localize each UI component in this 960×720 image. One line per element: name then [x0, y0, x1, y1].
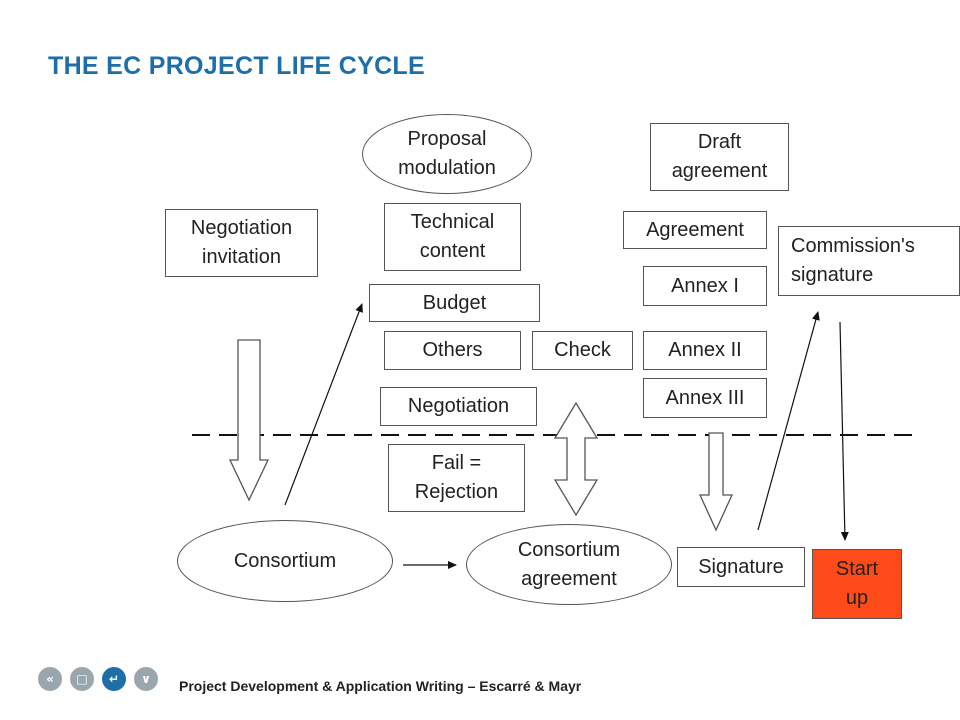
- consortium-node: Consortium: [177, 520, 393, 602]
- annex-1-node: Annex I: [643, 266, 767, 306]
- page-title: THE EC PROJECT LIFE CYCLE: [48, 52, 425, 80]
- home-icon[interactable]: □: [70, 667, 94, 691]
- consortium-agreement-node: Consortium agreement: [466, 524, 672, 605]
- enter-icon[interactable]: ↵: [102, 667, 126, 691]
- annex-2-node: Annex II: [643, 331, 767, 370]
- technical-content-node: Technical content: [384, 203, 521, 271]
- draft-agreement-node: Draft agreement: [650, 123, 789, 191]
- hollow-double-arrow: [553, 401, 599, 517]
- hollow-down-arrow-right: [698, 432, 734, 532]
- commission-signature-node: Commission's signature: [778, 226, 960, 296]
- arrow-consortium-to-budget: [284, 303, 363, 506]
- check-node: Check: [532, 331, 633, 370]
- rewind-icon[interactable]: «: [38, 667, 62, 691]
- hollow-down-arrow-left: [228, 339, 270, 502]
- start-up-node: Start up: [812, 549, 902, 619]
- arrow-commission-to-startup: [839, 321, 849, 541]
- chevron-down-icon[interactable]: ∨: [134, 667, 158, 691]
- proposal-modulation-node: Proposal modulation: [362, 114, 532, 194]
- annex-3-node: Annex III: [643, 378, 767, 418]
- footer-text: Project Development & Application Writin…: [179, 678, 582, 694]
- negotiation-invitation-node: Negotiation invitation: [165, 209, 318, 277]
- agreement-node: Agreement: [623, 211, 767, 249]
- negotiation-node: Negotiation: [380, 387, 537, 426]
- fail-rejection-node: Fail = Rejection: [388, 444, 525, 512]
- others-node: Others: [384, 331, 521, 370]
- arrow-signature-to-commission: [757, 311, 820, 531]
- signature-node: Signature: [677, 547, 805, 587]
- budget-node: Budget: [369, 284, 540, 322]
